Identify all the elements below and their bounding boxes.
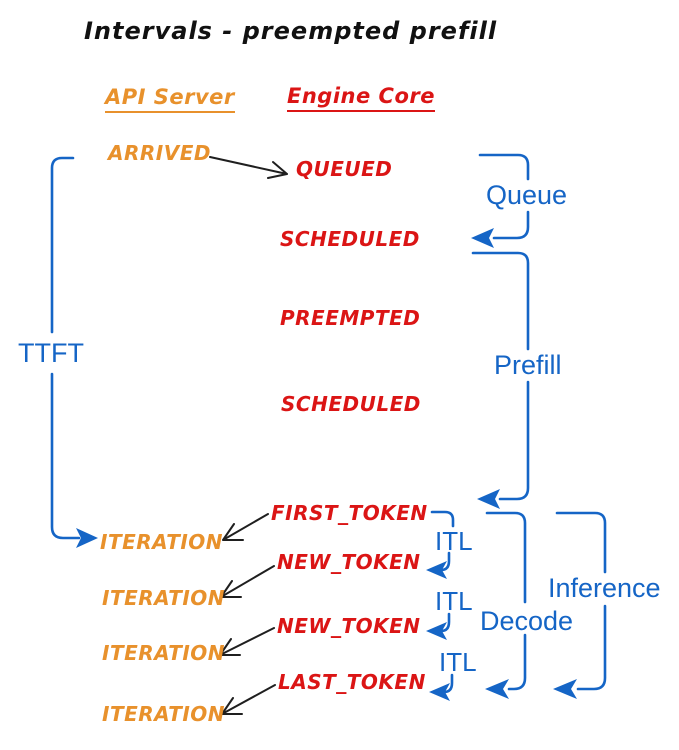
queue-arrowhead-icon: [471, 228, 494, 248]
prefill-arrowhead-icon: [477, 489, 500, 509]
event-iteration-4: ITERATION: [102, 702, 226, 726]
event-scheduled-1: SCHEDULED: [280, 227, 420, 251]
new-token1-to-iteration-arrow: [220, 565, 275, 598]
queue-bracket: [478, 153, 530, 240]
itl-arrowhead-3-icon: [429, 683, 450, 701]
interval-label-prefill: Prefill: [494, 350, 562, 380]
event-last-token: LAST_TOKEN: [278, 670, 426, 694]
event-preempted: PREEMPTED: [280, 306, 421, 330]
event-new-token-1: NEW_TOKEN: [277, 550, 421, 574]
interval-label-itl-2: ITL: [435, 586, 473, 616]
event-arrived: ARRIVED: [108, 141, 211, 165]
event-queued: QUEUED: [296, 157, 393, 181]
interval-label-ttft: TTFT: [18, 338, 84, 368]
interval-label-itl-3: ITL: [439, 647, 477, 677]
event-new-token-2: NEW_TOKEN: [277, 614, 421, 638]
last-token-to-iteration-arrow: [221, 684, 276, 715]
arrived-to-queued-arrow: [209, 156, 288, 179]
first-token-to-iteration-arrow: [222, 513, 269, 541]
decode-bracket: [485, 511, 527, 691]
inference-bracket: [555, 511, 607, 691]
column-header-engine-core: Engine Core: [287, 84, 435, 113]
interval-label-inference: Inference: [548, 573, 661, 603]
event-scheduled-2: SCHEDULED: [281, 392, 421, 416]
page-title: Intervals - preempted prefill: [84, 17, 498, 45]
interval-label-decode: Decode: [480, 606, 574, 636]
event-iteration-3: ITERATION: [102, 641, 226, 665]
ttft-bracket: [50, 156, 81, 540]
new-token2-to-iteration-arrow: [219, 627, 275, 656]
column-header-api-server: API Server: [105, 85, 235, 114]
event-first-token: FIRST_TOKEN: [271, 501, 428, 525]
inference-arrowhead-icon: [553, 679, 577, 699]
ttft-arrowhead-icon: [76, 528, 98, 548]
decode-arrowhead-icon: [485, 679, 509, 699]
prefill-bracket: [471, 251, 530, 501]
event-iteration-1: ITERATION: [100, 530, 224, 554]
event-iteration-2: ITERATION: [102, 586, 226, 610]
interval-label-queue: Queue: [486, 180, 568, 210]
itl-arrowhead-1-icon: [426, 561, 447, 579]
itl-arrowhead-2-icon: [426, 622, 447, 640]
interval-label-itl-1: ITL: [435, 526, 473, 556]
